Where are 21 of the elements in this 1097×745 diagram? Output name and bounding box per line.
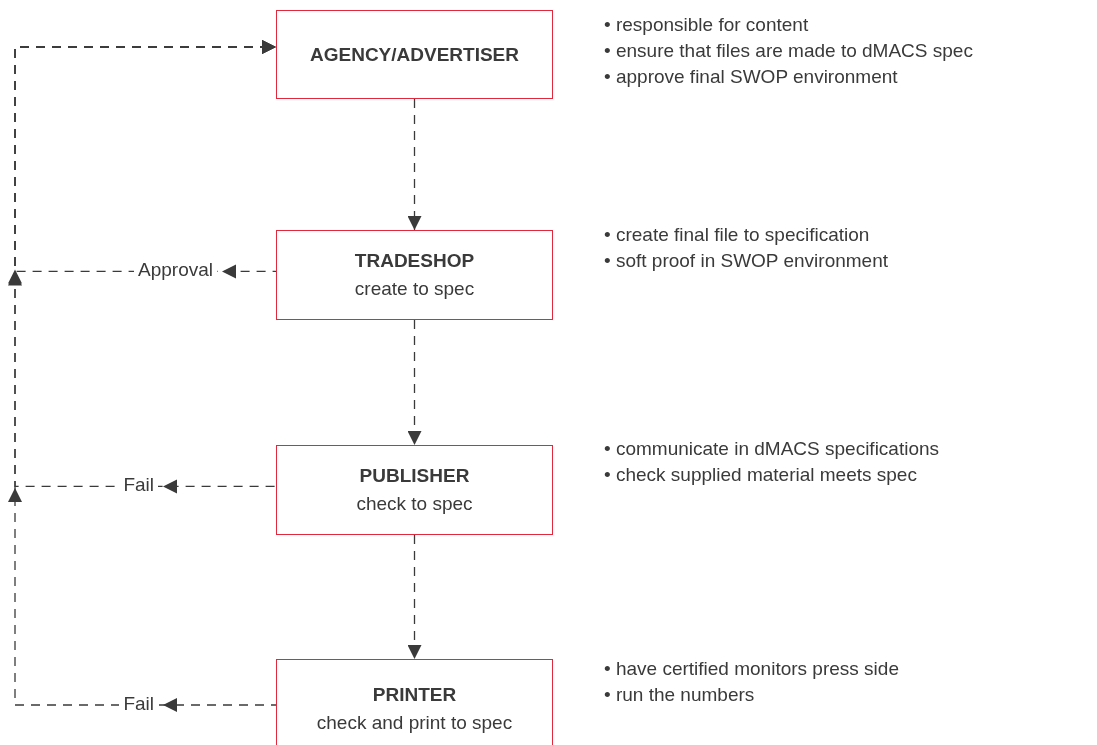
box-heading: PRINTER xyxy=(372,684,457,706)
bullet-note: • have certified monitors press side xyxy=(604,657,899,681)
process-box xyxy=(276,10,553,99)
bullet-note: • create final file to specification xyxy=(604,223,871,247)
box-subtitle: check to spec xyxy=(356,493,473,515)
process-box xyxy=(276,445,553,535)
edge-label: Approval xyxy=(134,260,217,280)
bullet-note: • approve final SWOP environment xyxy=(604,65,899,89)
bullet-note: • ensure that files are made to dMACS spec xyxy=(604,39,973,63)
process-box xyxy=(276,230,553,320)
box-heading: AGENCY/ADVERTISER xyxy=(310,43,519,66)
bullet-note: • check supplied material meets spec xyxy=(604,463,918,487)
box-heading: PUBLISHER xyxy=(359,465,470,487)
process-box xyxy=(276,659,553,745)
bullet-note: • responsible for content xyxy=(604,13,810,37)
bullet-note: • run the numbers xyxy=(604,683,756,707)
box-subtitle: create to spec xyxy=(354,278,475,300)
bullet-note: • communicate in dMACS specifications xyxy=(604,437,940,461)
box-heading: TRADESHOP xyxy=(354,250,475,272)
bullet-note: • soft proof in SWOP environment xyxy=(604,249,889,273)
box-subtitle: check and print to spec xyxy=(316,712,513,734)
